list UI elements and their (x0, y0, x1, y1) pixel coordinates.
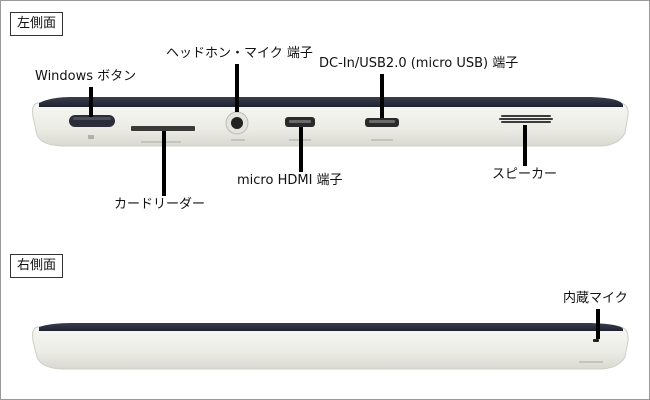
label-card-reader: カードリーダー (114, 197, 206, 212)
label-dcin-usb-port: DC-In/USB2.0 (micro USB) 端子 (319, 56, 519, 71)
label-windows-button: Windows ボタン (35, 69, 137, 84)
tablet-right-side-illustration (32, 323, 629, 370)
tablet-left-side-illustration (32, 97, 629, 147)
label-speaker: スピーカー (492, 167, 558, 182)
leader-micro-hdmi-port (299, 127, 303, 172)
right-side-section-title: 右側面 (10, 254, 64, 278)
leader-built-in-mic (596, 309, 600, 339)
label-headphone-jack: ヘッドホン・マイク 端子 (166, 46, 313, 61)
leader-dcin-usb-port (380, 74, 384, 118)
left-side-section-title: 左側面 (10, 12, 64, 36)
leader-card-reader (162, 131, 166, 196)
tablet-left-side-view (31, 93, 629, 149)
leader-headphone-jack (235, 64, 239, 112)
tablet-right-side-view (31, 323, 629, 371)
label-built-in-mic: 内蔵マイク (563, 291, 628, 306)
leader-windows-button (89, 87, 93, 117)
label-micro-hdmi-port: micro HDMI 端子 (237, 173, 343, 188)
leader-speaker (523, 125, 527, 166)
